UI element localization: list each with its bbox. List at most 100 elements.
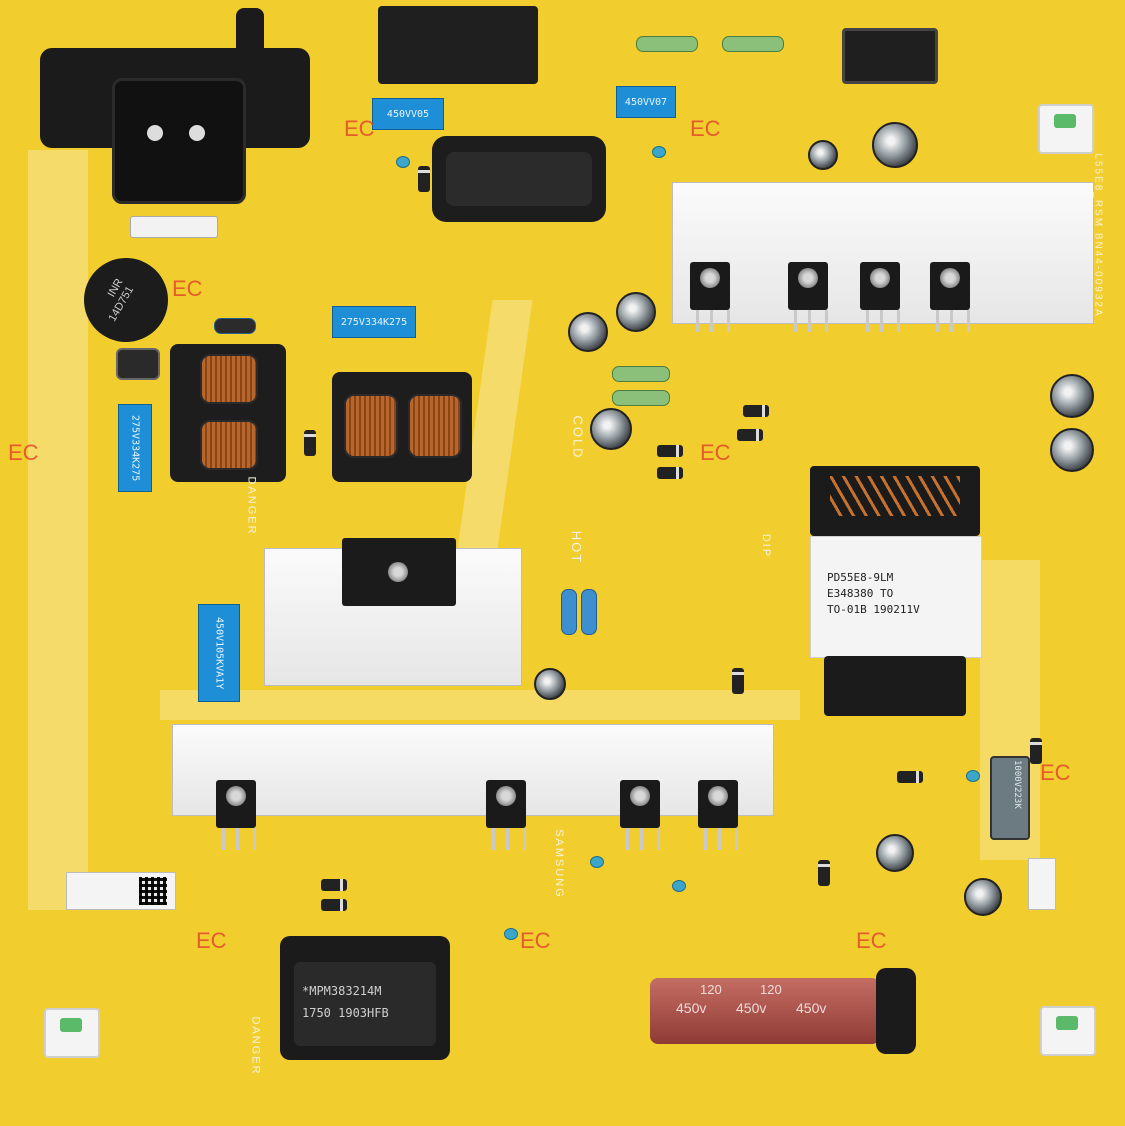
qr-code-icon	[139, 877, 167, 905]
electrolytic-cap-lower-right-2	[964, 878, 1002, 916]
diode-right-edge	[1030, 738, 1042, 764]
y-capacitor-grey	[990, 756, 1030, 840]
transformer-label: PD55E8-9LM E348380 TO TO-01B 190211V	[810, 536, 982, 658]
ac-inlet-connector[interactable]	[40, 8, 310, 204]
bulk-cap-value-1: 120	[700, 982, 722, 997]
pfc-inductor	[432, 136, 606, 222]
aux-transformer-face: *MPM383214M 1750 1903HFB	[294, 962, 436, 1046]
ac-pin-left	[147, 125, 163, 141]
silk-ec-6: EC	[520, 928, 551, 953]
bulk-cap-rating-3: 450v	[796, 1000, 827, 1016]
bulk-capacitor-end	[876, 968, 916, 1054]
mosfet-top-4	[930, 262, 970, 332]
bulk-cap-value-2: 120	[760, 982, 782, 997]
ac-inlet-socket	[112, 78, 246, 204]
choke-center-coil-left	[344, 394, 398, 458]
common-mode-choke-center	[332, 372, 472, 482]
resistor-top-2	[722, 36, 784, 52]
bulk-capacitor: 450v 450v 450v 120 120	[650, 968, 920, 1054]
silk-danger-bottom: DANGER	[249, 1016, 262, 1076]
diode-mid-3	[657, 445, 683, 457]
silk-samsung: SAMSUNG	[552, 829, 565, 899]
film-capacitor-275v-left: 275V334K275	[118, 404, 152, 492]
resistor-left-small	[214, 318, 256, 334]
diode-mid-4	[657, 467, 683, 479]
silk-ec-2: EC	[344, 116, 375, 141]
silk-danger-left: DANGER	[245, 476, 258, 536]
silk-ec-9: EC	[1040, 760, 1071, 785]
silk-ec-3: EC	[172, 276, 203, 301]
resistor-blue-1	[561, 589, 577, 635]
resistor-mid-2	[612, 390, 670, 406]
silk-model-code: L55E8_RSM BN44-00932A	[1092, 153, 1104, 318]
aux-transformer-line2: 1750 1903HFB	[302, 1006, 389, 1020]
electrolytic-cap-mid-2	[616, 292, 656, 332]
board-connector-top[interactable]	[378, 6, 538, 84]
electrolytic-cap-lower-right-1	[876, 834, 914, 872]
silk-ec-1: EC	[690, 116, 721, 141]
film-capacitor-450vv05: 450VV05	[372, 98, 444, 130]
silk-ec-8: EC	[8, 440, 39, 465]
ceramic-cap-6	[504, 928, 518, 940]
mosfet-bottom-1	[216, 780, 256, 850]
ac-pin-right	[189, 125, 205, 141]
silk-ec-5: EC	[856, 928, 887, 953]
diode-right-vertical	[732, 668, 744, 694]
trace-left-vertical	[28, 150, 88, 910]
fuse	[130, 216, 218, 238]
connector-white-top-right[interactable]	[1038, 104, 1094, 154]
trace-bottom-band	[160, 690, 800, 720]
resistor-mid-1	[612, 366, 670, 382]
mosfet-top-2	[788, 262, 828, 332]
electrolytic-cap-lower-center	[534, 668, 566, 700]
film-capacitor-450v105: 450V105KVA1Y	[198, 604, 240, 702]
ceramic-cap-5	[672, 880, 686, 892]
bulk-cap-rating-1: 450v	[676, 1000, 707, 1016]
bulk-capacitor-body: 450v 450v 450v 120 120	[650, 978, 880, 1044]
ceramic-cap-2	[652, 146, 666, 158]
silk-ec-4: EC	[700, 440, 731, 465]
resistor-blue-2	[581, 589, 597, 635]
mosfet-top-1	[690, 262, 730, 332]
bulk-cap-rating-2: 450v	[736, 1000, 767, 1016]
pfc-inductor-marking	[446, 152, 592, 206]
transformer-top-bobbin	[810, 466, 980, 536]
transformer-bottom-bobbin	[824, 656, 966, 716]
aux-transformer: *MPM383214M 1750 1903HFB	[280, 936, 450, 1060]
silk-ec-7: EC	[196, 928, 227, 953]
transformer-windings	[830, 476, 960, 516]
diode-mid-1	[743, 405, 769, 417]
aux-transformer-line1: *MPM383214M	[302, 984, 382, 998]
connector-white-bottom-right[interactable]	[1040, 1006, 1096, 1056]
connector-white-bottom-left[interactable]	[44, 1008, 100, 1058]
diode-left-vertical	[304, 430, 316, 456]
qr-label-strip	[66, 872, 176, 910]
diode-bottom-pair-1	[321, 879, 347, 891]
choke-left-coil-top	[200, 354, 258, 404]
small-inductor	[116, 348, 160, 380]
ceramic-cap-4	[590, 856, 604, 868]
mosfet-bottom-3	[620, 780, 660, 850]
diode-bottom-right	[818, 860, 830, 886]
electrolytic-cap-right-2	[1050, 428, 1094, 472]
silk-cold: COLD	[570, 415, 586, 460]
transformer-label-line2: E348380 TO	[827, 587, 894, 600]
electrolytic-cap-mid-3	[590, 408, 632, 450]
electrolytic-cap-top-small	[808, 140, 838, 170]
diode-bottom-pair-2	[321, 899, 347, 911]
resistor-top-1	[636, 36, 698, 52]
transformer-label-line1: PD55E8-9LM	[827, 571, 894, 584]
ac-inlet-clip	[236, 8, 264, 68]
thermistor: INR 14D751	[84, 258, 168, 342]
mosfet-top-3	[860, 262, 900, 332]
silk-hot: HOT	[569, 530, 585, 565]
electrolytic-cap-mid-1	[568, 312, 608, 352]
y-capacitor-marking: 1000V223K	[1012, 760, 1022, 809]
common-mode-choke-left	[170, 344, 286, 482]
main-transformer: PD55E8-9LM E348380 TO TO-01B 190211V	[810, 466, 982, 716]
board-connector-top-right[interactable]	[842, 28, 938, 84]
electrolytic-cap-right-1	[1050, 374, 1094, 418]
heatsink-bottom	[172, 724, 774, 816]
choke-center-coil-right	[408, 394, 462, 458]
